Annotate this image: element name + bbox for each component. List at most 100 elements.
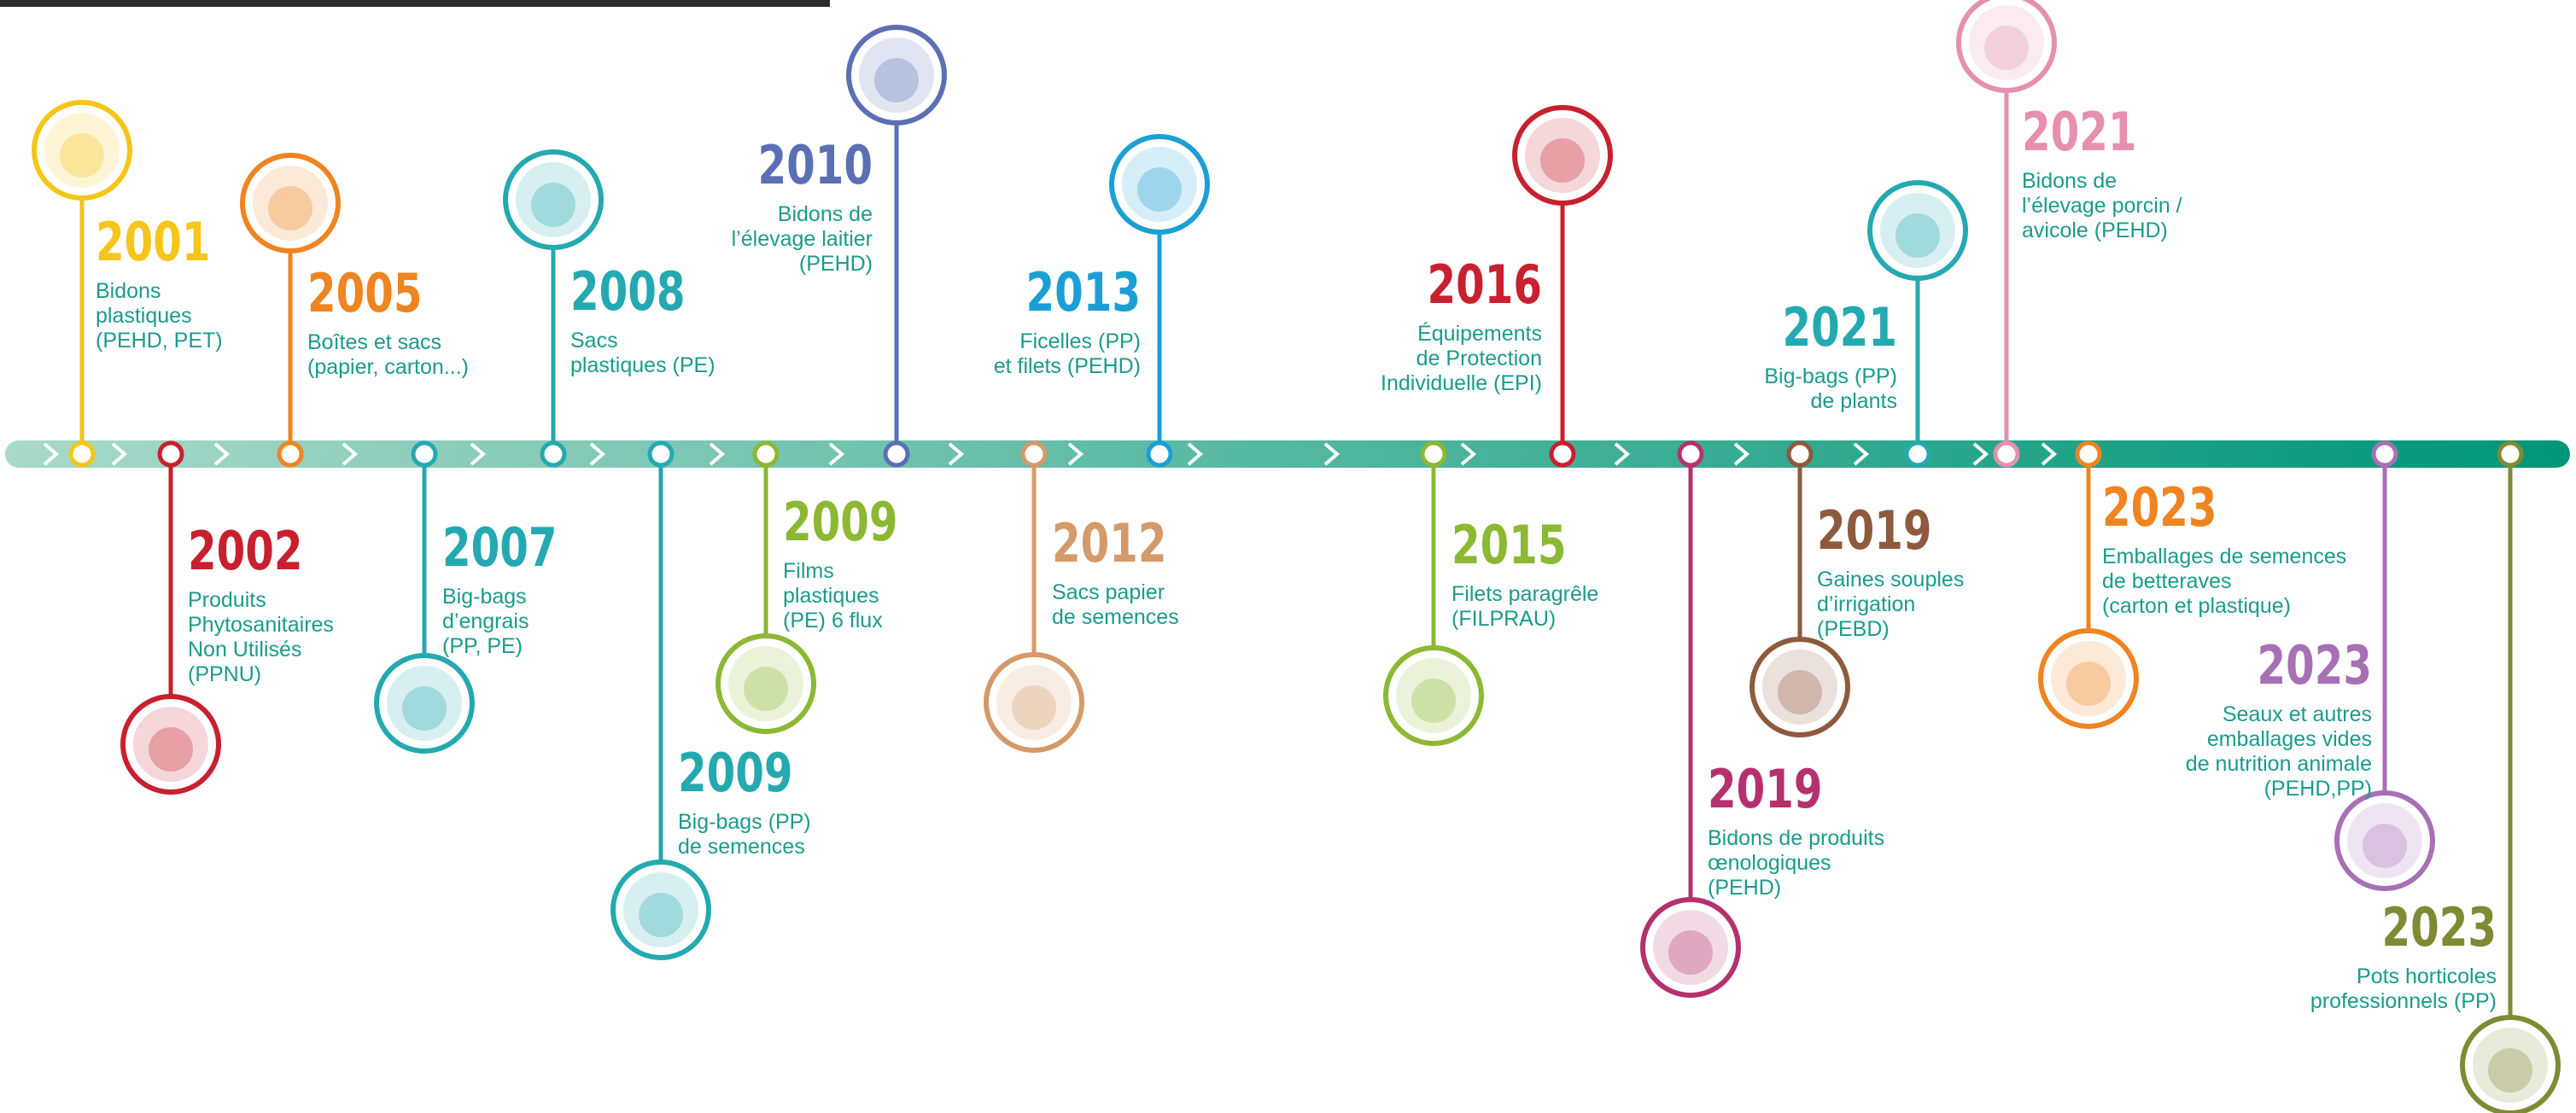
buckets-photo-icon: [2334, 790, 2435, 891]
event-description-line: de plants: [1811, 389, 1897, 413]
band-chevron-6: [709, 442, 726, 466]
band-chevron-14: [1733, 442, 1750, 466]
plastic-bags-photo-icon: [503, 149, 604, 250]
event-dot: [1020, 440, 1048, 468]
event-year: 2023: [2102, 477, 2217, 539]
event-description-line: Bidons de: [778, 202, 873, 226]
event-dot: [1786, 440, 1814, 468]
band-chevron-12: [1460, 442, 1477, 466]
livestock-containers-photo-icon: [1956, 0, 2057, 93]
event-description-line: Bidons: [96, 279, 161, 303]
event-description-line: Bidons de: [2022, 169, 2117, 193]
event-description-line: Filets paragrêle: [1452, 582, 1598, 606]
event-description-line: de semences: [1052, 605, 1179, 629]
event-description-line: (PEHD): [799, 252, 873, 276]
event-description-line: (PP, PE): [442, 634, 523, 658]
event-dot: [1904, 440, 1931, 468]
event-year: 2005: [307, 263, 423, 324]
irrigation-hoses-photo-icon: [1749, 637, 1850, 737]
event-year: 2021: [2022, 102, 2137, 163]
event-year: 2013: [1025, 262, 1141, 323]
band-chevron-13: [1614, 442, 1631, 466]
event-year: 2002: [188, 521, 303, 582]
boxes-bags-photo-icon: [240, 153, 341, 253]
event-description-line: Big-bags (PP): [1764, 364, 1897, 388]
event-dot: [411, 440, 438, 468]
event-year: 2010: [757, 135, 873, 196]
dairy-containers-photo-icon: [846, 25, 947, 125]
event-description-line: professionnels (PP): [2310, 989, 2497, 1013]
event-description-line: Ficelles (PP): [1019, 329, 1141, 353]
event-description-line: (PEBD): [1817, 617, 1890, 641]
plant-bigbags-photo-icon: [1867, 180, 1968, 281]
event-year: 2007: [442, 517, 558, 579]
event-description-line: Seaux et autres: [2223, 702, 2372, 726]
event-year: 2021: [1782, 297, 1897, 358]
event-description-line: (PEHD, PET): [96, 329, 223, 353]
band-chevron-15: [1853, 442, 1870, 466]
event-dot: [1420, 440, 1447, 468]
event-description-line: Boîtes et sacs: [307, 330, 441, 354]
event-dot: [647, 440, 675, 468]
event-year: 2019: [1708, 759, 1823, 820]
plastic-films-photo-icon: [716, 633, 816, 734]
event-description-line: Bidons de produits: [1708, 826, 1884, 850]
timeline-chevrons: [43, 442, 2058, 466]
event-dot: [68, 440, 96, 468]
event-year: 2016: [1427, 254, 1542, 316]
event-dot: [157, 440, 184, 468]
event-description-line: plastiques: [783, 584, 879, 608]
event-description-line: l’élevage porcin /: [2022, 194, 2182, 218]
band-chevron-8: [948, 442, 965, 466]
event-description-line: Pots horticoles: [2357, 964, 2497, 988]
timeline-band-fill: [5, 440, 2570, 468]
event-description-line: Gaines souples: [1817, 568, 1964, 591]
timeline-band: [5, 440, 2570, 468]
event-description-line: Films: [783, 559, 834, 583]
twine-bale-photo-icon: [1109, 134, 1210, 235]
event-description-line: Emballages de semences: [2102, 545, 2346, 568]
fertilizer-bigbags-photo-icon: [374, 653, 475, 754]
event-year: 2012: [1052, 513, 1167, 574]
event-year: 2023: [2381, 897, 2497, 959]
event-year: 2009: [678, 743, 793, 804]
event-description-line: d’irrigation: [1817, 592, 1915, 616]
event-description-line: de semences: [678, 835, 805, 859]
event-dot: [883, 440, 910, 468]
event-description-line: et filets (PEHD): [994, 354, 1141, 378]
event-year: 2019: [1817, 500, 1932, 562]
oenology-containers-photo-icon: [1640, 897, 1741, 998]
event-year: 2015: [1452, 515, 1567, 576]
event-description-line: Big-bags: [442, 585, 527, 609]
event-description-line: Sacs papier: [1052, 580, 1165, 604]
band-chevron-4: [470, 442, 487, 466]
event-dot: [2497, 440, 2524, 468]
event-description-line: Produits: [188, 588, 266, 612]
band-chevron-1: [111, 442, 128, 466]
band-chevron-17: [2041, 442, 2058, 466]
event-description-line: (PEHD,PP): [2264, 777, 2372, 801]
event-description-line: (carton et plastique): [2102, 594, 2291, 618]
event-description-line: (PPNU): [188, 662, 261, 686]
band-chevron-7: [828, 442, 845, 466]
paper-seed-bags-photo-icon: [984, 652, 1084, 753]
event-dot: [1146, 440, 1173, 468]
containers-photo-icon: [32, 100, 132, 201]
event-description-line: œnologiques: [1708, 851, 1831, 875]
band-chevron-11: [1323, 442, 1341, 466]
band-chevron-3: [342, 442, 359, 466]
event-description-line: de betteraves: [2102, 569, 2232, 593]
event-description-line: de Protection: [1417, 347, 1542, 370]
